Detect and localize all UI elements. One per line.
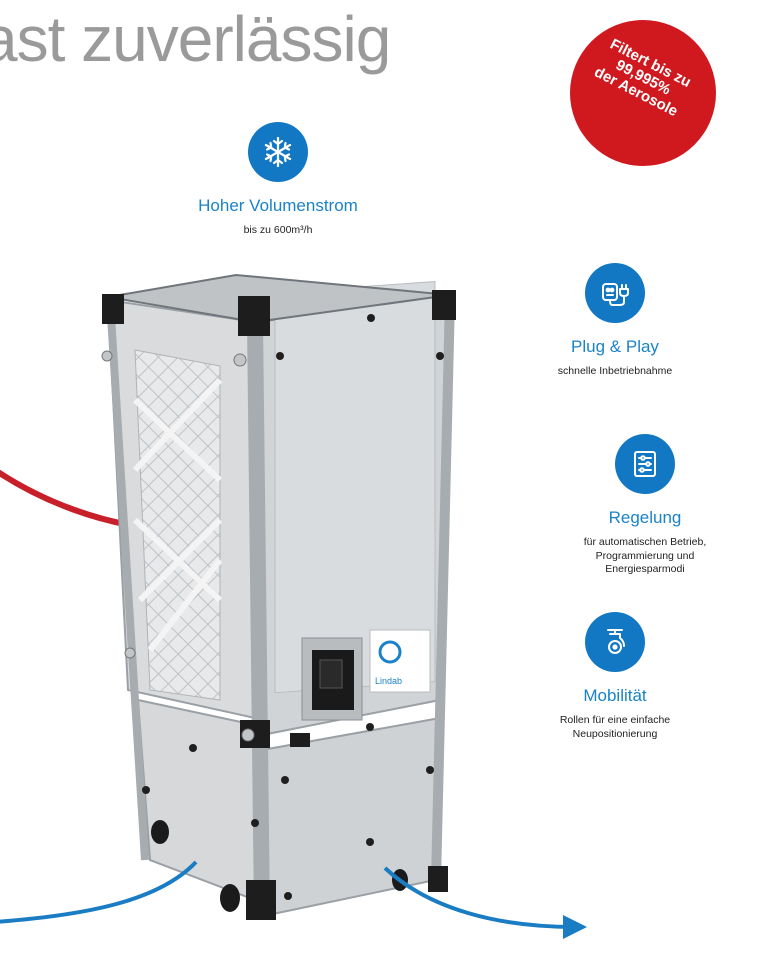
feature-plug-desc-line: schnelle Inbetriebnahme [557, 365, 673, 377]
plug-icon [585, 263, 645, 323]
outflow-arrow-left [0, 860, 198, 924]
wheel [220, 884, 240, 912]
feature-volume-title: Hoher Volumenstrom [198, 196, 358, 215]
feature-mobil-desc-line: Rollen für eine einfache [559, 714, 671, 726]
caster-wheel-icon [585, 612, 645, 672]
feature-plug-desc: schnelle Inbetriebnahme [515, 365, 715, 379]
corner-cap [428, 866, 448, 892]
brand-plate [369, 629, 431, 693]
brand-logo-mark [378, 640, 402, 664]
frame-post-front [247, 321, 270, 916]
outflow-arrow-right [383, 866, 587, 939]
feature-mobil-desc: Rollen für eine einfache Neupositionieru… [515, 714, 715, 741]
control-panel-icon [615, 434, 675, 494]
filter-mesh [134, 349, 221, 701]
corner-cap [102, 294, 124, 324]
wheel [151, 820, 169, 844]
corner-cap [246, 880, 276, 920]
front-panel-lower [260, 716, 442, 917]
feature-plug-play: Plug & Play schnelle Inbetriebnahme [515, 263, 715, 379]
snowflake-icon [248, 122, 308, 182]
feature-plug-title: Plug & Play [571, 337, 659, 356]
feature-mobilitaet: Mobilität Rollen für eine einfache Neupo… [515, 612, 715, 741]
feature-volume-desc-line: bis zu 600m³/h [243, 224, 313, 236]
feature-regelung-desc-line: Programmierung und [595, 549, 695, 562]
feature-mobil-desc-line: Neupositionierung [572, 727, 658, 740]
feature-regelung: Regelung für automatischen Betrieb, Prog… [545, 434, 745, 577]
brand-label: Lindab [375, 676, 402, 686]
headline: ast zuverlässig [0, 3, 391, 75]
corner-cap [432, 290, 456, 320]
power-socket [290, 733, 310, 747]
feature-regelung-desc-line: Energiesparmodi [605, 563, 685, 575]
control-screen [319, 659, 343, 689]
feature-regelung-desc-line: für automatischen Betrieb, [583, 536, 707, 548]
feature-volume: Hoher Volumenstrom bis zu 600m³/h [178, 122, 378, 238]
feature-regelung-title: Regelung [608, 508, 682, 527]
mesh-diagonals [132, 377, 223, 652]
frame-post-right [431, 297, 455, 881]
filter-badge: Filtert bis zu 99,995% der Aerosole [570, 20, 716, 166]
feature-mobil-title: Mobilität [583, 686, 647, 705]
frame-post-left [106, 299, 149, 861]
left-panel-lower [136, 698, 256, 902]
corner-cap [238, 296, 270, 336]
feature-regelung-desc: für automatischen Betrieb, Programmierun… [545, 536, 745, 577]
feature-volume-desc: bis zu 600m³/h [178, 224, 378, 238]
